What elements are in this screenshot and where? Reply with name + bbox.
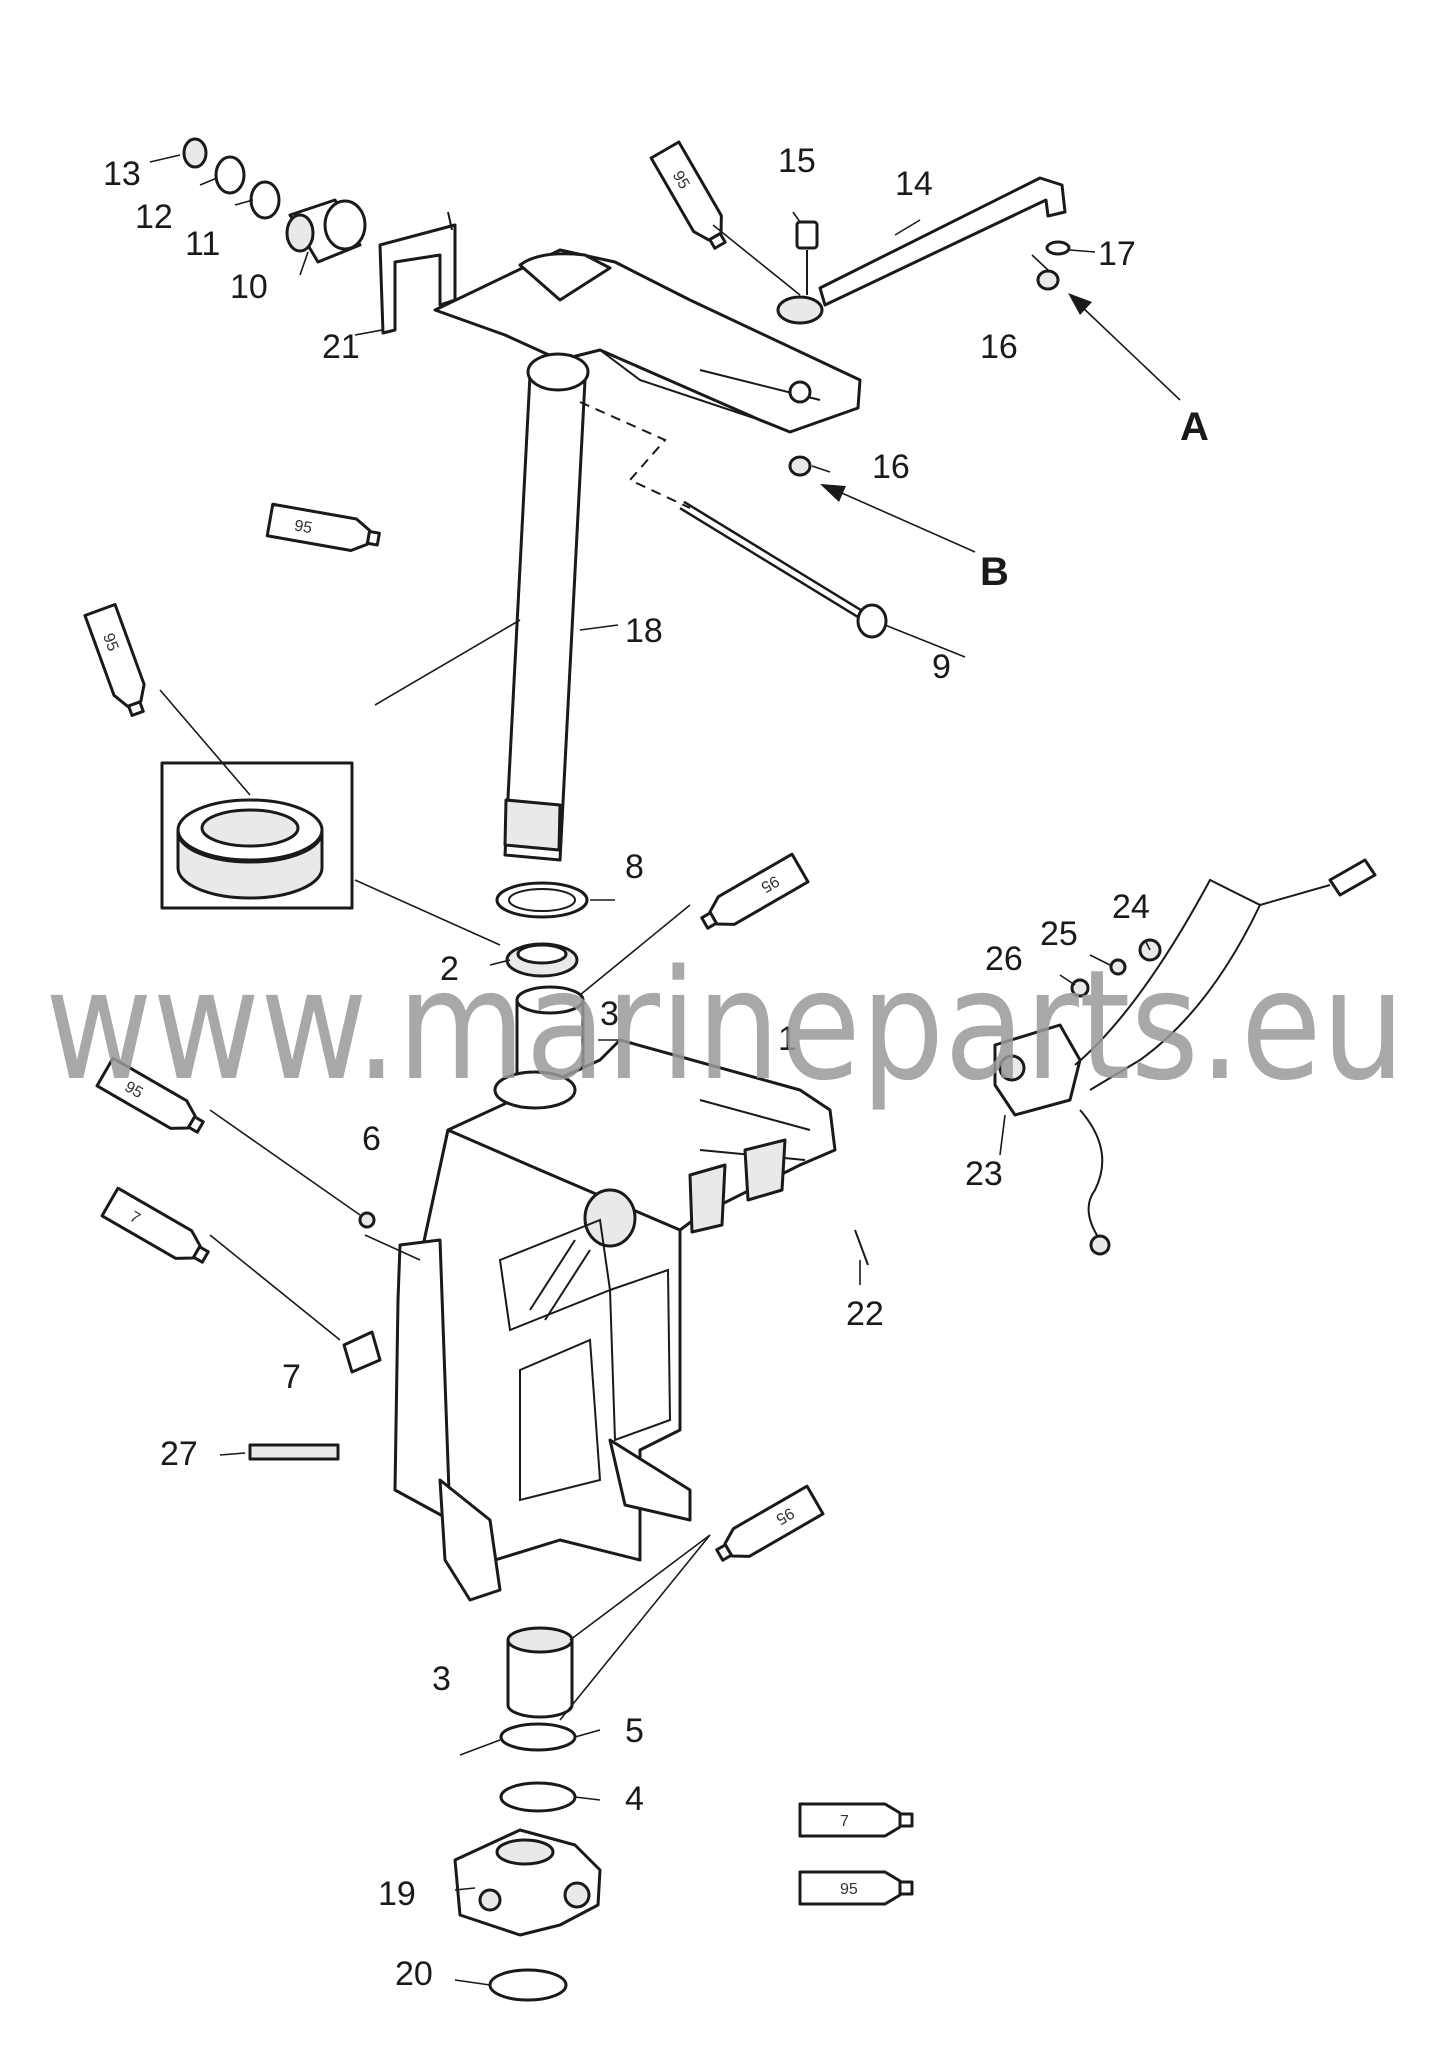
callout-21: 21: [322, 328, 360, 366]
bushing-10: [285, 198, 367, 264]
lubricant-tube: 7: [798, 1802, 914, 1838]
callout-23: 23: [965, 1155, 1003, 1193]
lubricant-tube: 95: [798, 1870, 914, 1906]
callout-26: 26: [985, 940, 1023, 978]
callout-12: 12: [135, 198, 173, 236]
tube-label: 95: [773, 1504, 797, 1528]
callout-5: 5: [625, 1712, 644, 1750]
seal-detail-box: [160, 761, 354, 910]
callout-19: 19: [378, 1875, 416, 1913]
washer-25: [1109, 958, 1127, 976]
watermark: www.marineparts.eu: [45, 937, 1405, 1114]
fitting-6: [358, 1211, 376, 1229]
tube-label: 7: [840, 1813, 849, 1830]
lubricant-tube: 95: [700, 852, 810, 930]
lubricant-tube: 95: [95, 1056, 205, 1134]
bolt-15: [795, 220, 819, 295]
callout-7: 7: [282, 1358, 301, 1396]
washer-26: [1070, 978, 1090, 998]
arrow-a: [1068, 293, 1181, 401]
tube-label: 95: [758, 872, 782, 896]
callout-3: 3: [600, 995, 619, 1033]
tube-label: 95: [669, 168, 693, 192]
tube-label: 95: [293, 517, 314, 537]
callout-8: 8: [625, 848, 644, 886]
nut-13: [182, 137, 208, 169]
steering-arm-bracket: [433, 248, 862, 434]
callout-1: 1: [778, 1020, 797, 1058]
arrow-label-a: A: [1180, 405, 1209, 449]
shim-21: [378, 211, 457, 335]
bushing-7: [342, 1330, 382, 1374]
callout-6: 6: [362, 1120, 381, 1158]
callout-25: 25: [1040, 915, 1078, 953]
yoke-19: [453, 1828, 602, 1937]
callout-20: 20: [395, 1955, 433, 1993]
swivel-bracket-1: [393, 1038, 837, 1602]
washer-12: [214, 155, 246, 195]
callout-15: 15: [778, 142, 816, 180]
callout-27: 27: [160, 1435, 198, 1473]
bushing-3-upper: [515, 985, 585, 1090]
ring-20: [488, 1968, 568, 2002]
lubricant-tube: 95: [715, 1484, 825, 1562]
tube-label: 95: [840, 1881, 858, 1898]
callout-3: 3: [432, 1660, 451, 1698]
callout-17: 17: [1098, 235, 1136, 273]
lubricant-tube: 95: [649, 140, 727, 250]
callout-9: 9: [932, 648, 951, 686]
callout-10: 10: [230, 268, 268, 306]
callout-2: 2: [440, 950, 459, 988]
tube-label: 95: [99, 631, 121, 654]
assembly-path-line: [579, 401, 691, 509]
ring-4: [499, 1781, 577, 1813]
leader-lines: [149, 154, 1151, 1986]
callout-11: 11: [185, 225, 220, 263]
lubricant-tube: 7: [100, 1186, 210, 1264]
washer-11: [249, 180, 281, 220]
arrow-b: [820, 484, 976, 553]
tube-label: 95: [122, 1078, 146, 1102]
swivel-pin-tube-18: [503, 352, 590, 862]
callout-14: 14: [895, 165, 933, 203]
bolt-9: [679, 500, 888, 639]
lubricant-tube: 95: [265, 502, 381, 553]
callout-24: 24: [1112, 888, 1150, 926]
pin-27: [248, 1443, 340, 1461]
nut-16-lower: [788, 455, 812, 477]
bushing-3-lower: [506, 1626, 574, 1719]
nut-16-upper: [1036, 269, 1060, 291]
trim-sender-23: [993, 858, 1377, 1256]
steering-link-rod-14: [776, 176, 1067, 325]
callout-18: 18: [625, 612, 663, 650]
callout-16: 16: [980, 328, 1018, 366]
washer-17: [1045, 240, 1071, 256]
callout-4: 4: [625, 1780, 644, 1818]
callout-16: 16: [872, 448, 910, 486]
callout-13: 13: [103, 155, 141, 193]
ring-5: [499, 1722, 577, 1752]
arrow-label-b: B: [980, 550, 1009, 594]
screw-22: [854, 1229, 869, 1266]
lubricant-tube: 95: [83, 603, 146, 717]
callout-22: 22: [846, 1295, 884, 1333]
